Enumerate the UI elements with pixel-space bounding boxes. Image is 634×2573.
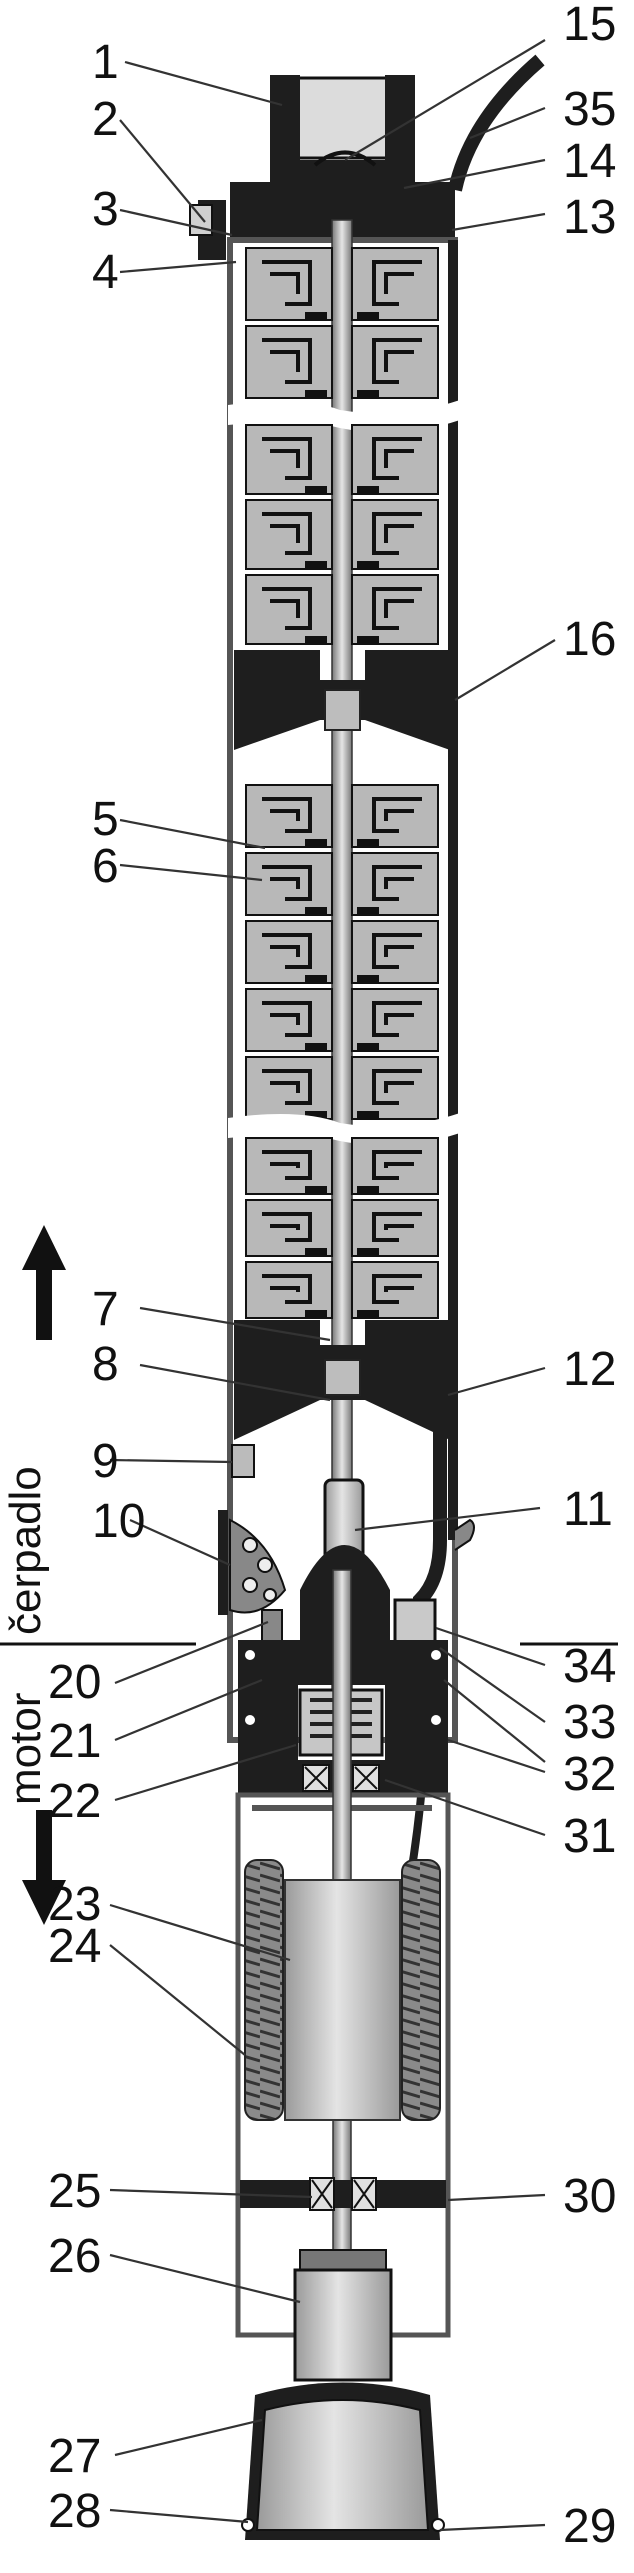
part-number-label: 13 <box>563 191 616 244</box>
part-number-label: 20 <box>48 1656 101 1709</box>
section-label-motor: motor <box>1 1693 50 1805</box>
part-number-label: 35 <box>563 83 616 136</box>
stage-stack-middle-2 <box>245 784 439 1120</box>
part-number-label: 1 <box>92 36 119 89</box>
pump-stage <box>245 1137 439 1195</box>
stage-stack-lower <box>245 1137 439 1319</box>
part-number-label: 2 <box>92 93 119 146</box>
pump-stage <box>245 988 439 1052</box>
discharge-head <box>230 75 455 242</box>
part-number-label: 31 <box>563 1810 616 1863</box>
suction-bearing <box>234 1320 450 1440</box>
stator-winding <box>244 1859 441 2121</box>
bottom-cap <box>241 2382 445 2540</box>
arrow-down-icon <box>22 1810 66 1925</box>
part-number-label: 34 <box>563 1640 616 1693</box>
part-number-label: 25 <box>48 2165 101 2218</box>
section-label-pump: čerpadlo <box>1 1466 50 1635</box>
part-number-label: 10 <box>92 1495 145 1548</box>
pump-stage <box>245 1199 439 1257</box>
part-number-label: 32 <box>563 1748 616 1801</box>
lower-bearing <box>240 2177 446 2211</box>
intermediate-bearing-upper <box>234 650 450 750</box>
pump-stage <box>245 1056 439 1120</box>
pump-stage <box>245 784 439 848</box>
drain-plug <box>231 1444 255 1478</box>
pump-stage <box>245 424 439 495</box>
part-number-label: 23 <box>48 1878 101 1931</box>
part-number-label: 15 <box>563 0 616 51</box>
part-number-label: 21 <box>48 1715 101 1768</box>
pump-stage <box>245 920 439 984</box>
cable-clip <box>454 1518 475 1551</box>
part-number-label: 9 <box>92 1435 119 1488</box>
stage-stack-middle-1 <box>245 424 439 645</box>
part-number-label: 22 <box>48 1775 101 1828</box>
part-number-label: 11 <box>563 1483 613 1536</box>
pump-stage <box>245 574 439 645</box>
part-number-label: 26 <box>48 2230 101 2283</box>
part-number-label: 5 <box>92 793 119 846</box>
pump-stage <box>245 499 439 570</box>
part-number-label: 14 <box>563 135 616 188</box>
part-number-label: 4 <box>92 246 119 299</box>
part-number-label: 30 <box>563 2170 616 2223</box>
part-number-label: 24 <box>48 1920 101 1973</box>
part-number-label: 29 <box>563 2500 616 2553</box>
pump-stage <box>245 325 439 399</box>
part-number-label: 28 <box>48 2485 101 2538</box>
rotor <box>284 1879 401 2121</box>
part-number-label: 8 <box>92 1338 119 1391</box>
pump-stage <box>245 852 439 916</box>
part-number-label: 12 <box>563 1343 616 1396</box>
arrow-up-icon <box>22 1225 66 1340</box>
part-number-label: 27 <box>48 2430 101 2483</box>
thrust-bearing <box>293 2249 393 2382</box>
part-number-label: 16 <box>563 613 616 666</box>
pump-stage <box>245 247 439 321</box>
stage-stack-upper <box>245 247 439 399</box>
power-cable <box>448 54 545 192</box>
part-number-label: 7 <box>92 1283 119 1336</box>
leader-lines <box>109 39 556 2532</box>
part-number-label: 3 <box>92 183 119 236</box>
part-number-label: 33 <box>563 1696 616 1749</box>
part-number-label: 6 <box>92 840 119 893</box>
pump-stage <box>245 1261 439 1319</box>
